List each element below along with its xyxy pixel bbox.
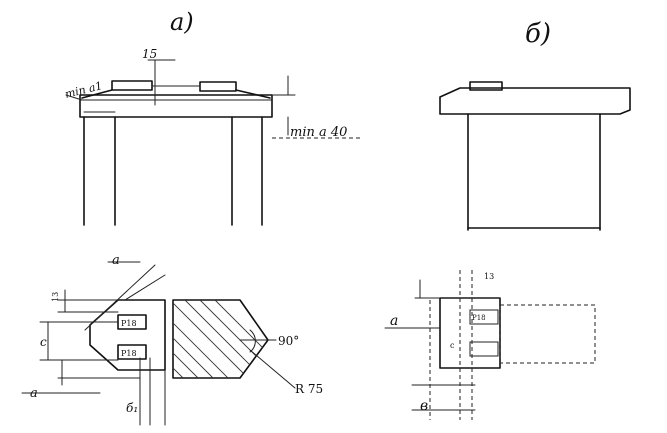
dim-15: 15	[142, 47, 176, 106]
plan-b-tool: P18	[429, 270, 596, 420]
svg-text:R 75: R 75	[295, 382, 323, 396]
svg-text:min a 40: min a 40	[290, 125, 347, 140]
svg-text:a: a	[30, 386, 38, 401]
view-a-legs	[83, 111, 263, 226]
svg-text:90°: 90°	[278, 334, 299, 348]
insert-mark-1: P18	[121, 319, 137, 328]
svg-text:15: 15	[142, 47, 157, 61]
plan-a-tool: P18 P18 90° R 75	[89, 299, 323, 396]
svg-text:б₁: б₁	[126, 401, 138, 415]
dim-right: 13 a в c	[384, 272, 501, 414]
dim-min-a40: min a 40	[271, 75, 360, 140]
insert-mark-2: P18	[121, 349, 137, 358]
svg-text:в: в	[420, 398, 428, 414]
svg-text:c: c	[40, 335, 47, 349]
insert-mark-3: P18	[472, 314, 486, 322]
view-a-plate	[79, 80, 273, 118]
svg-text:13: 13	[484, 272, 494, 281]
view-a-label: а)	[170, 8, 194, 36]
dim-b1: б₁	[126, 357, 166, 426]
svg-text:c: c	[450, 341, 455, 350]
dim-a-top: a	[84, 253, 166, 331]
svg-text:13: 13	[51, 292, 60, 302]
view-b-label: б)	[525, 19, 551, 49]
dim-left: 13 c a	[21, 289, 141, 401]
svg-text:a: a	[112, 253, 120, 268]
view-b-body	[439, 81, 631, 231]
svg-text:a: a	[390, 313, 398, 329]
